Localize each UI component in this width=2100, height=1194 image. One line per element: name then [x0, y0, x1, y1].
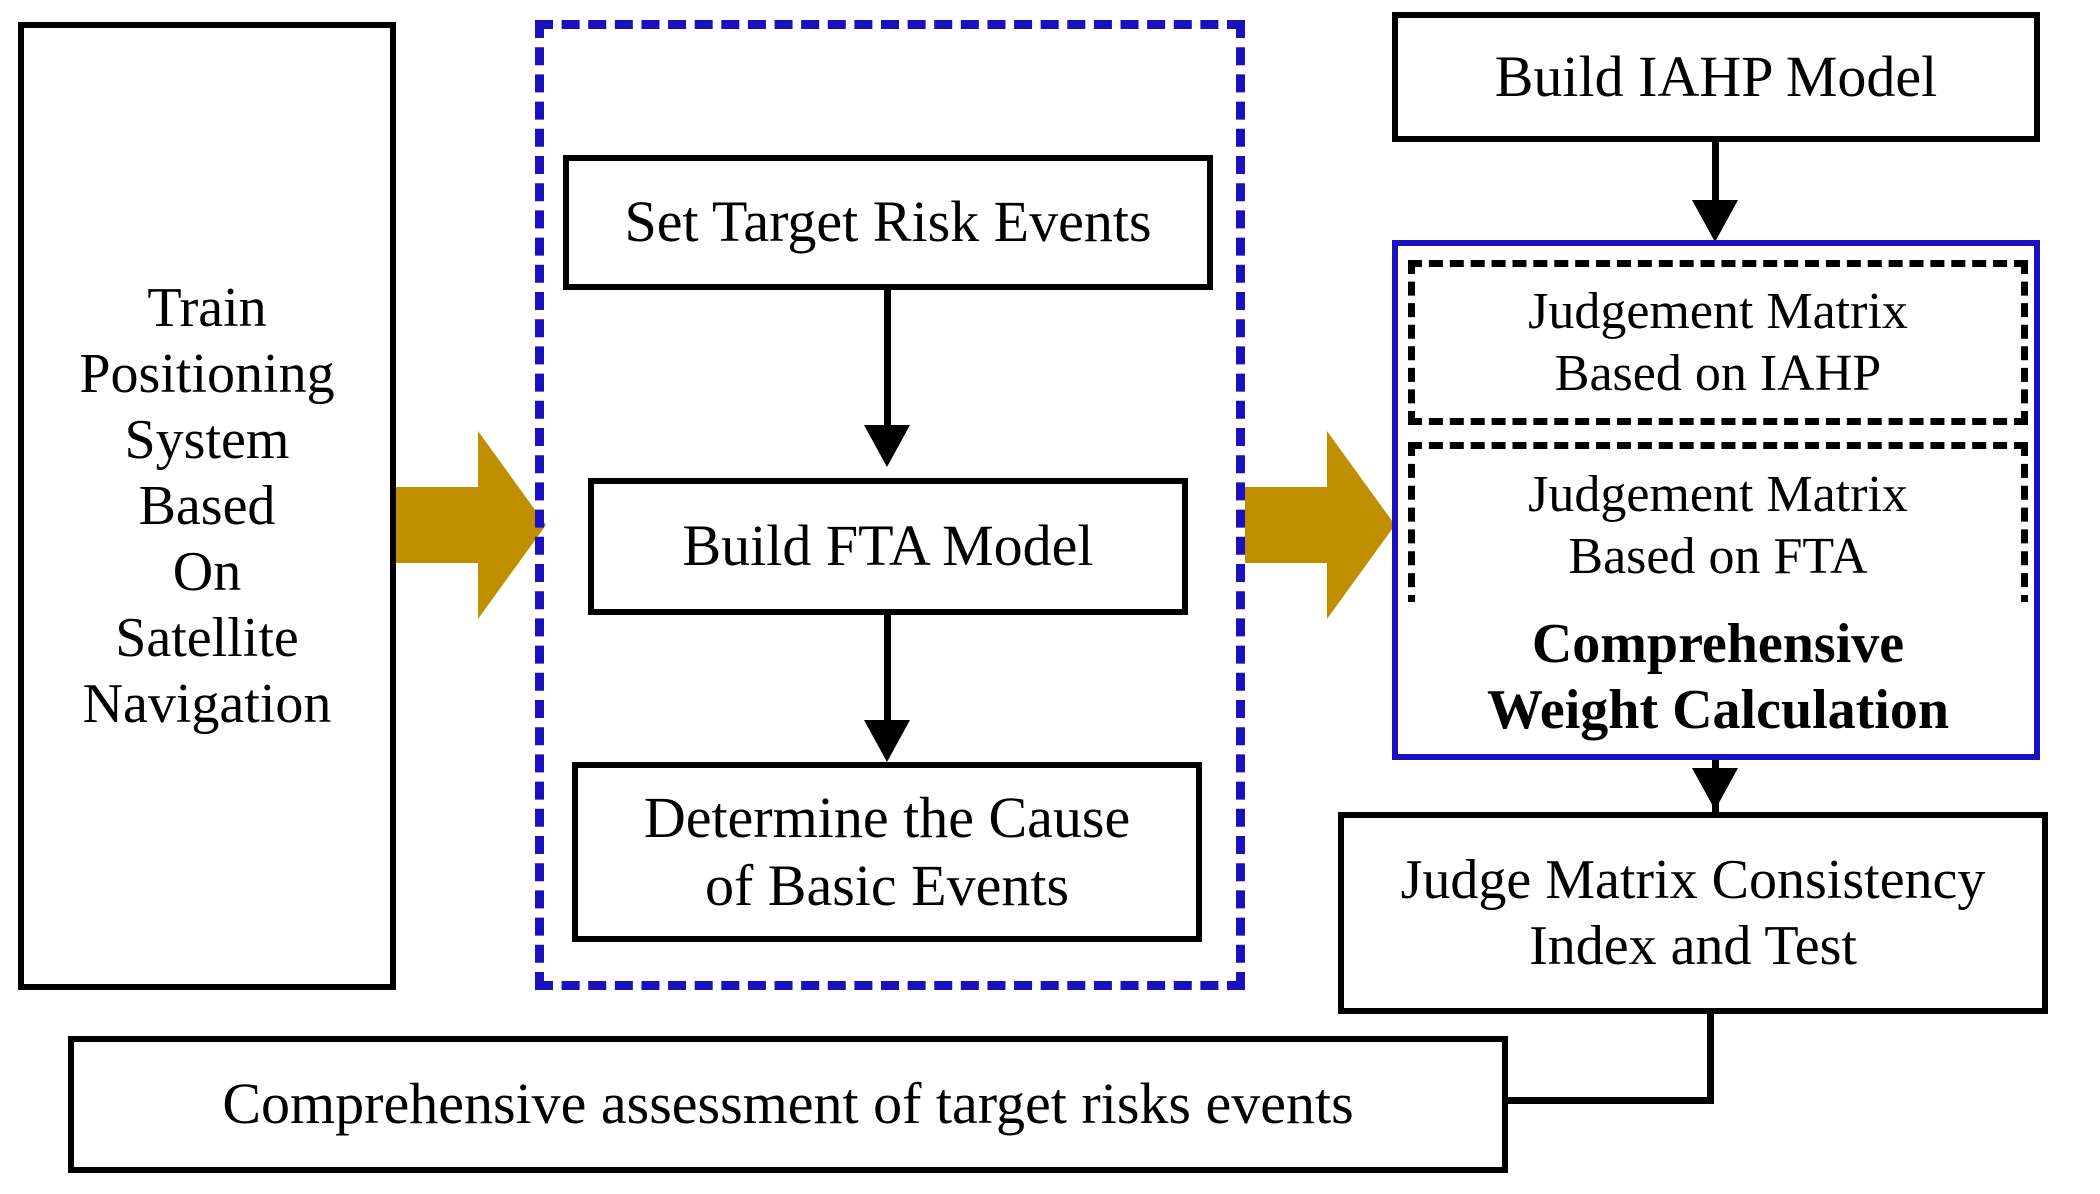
node-judgement-matrix-iahp-label: Judgement Matrix Based on IAHP: [1528, 281, 1908, 404]
line-1: Judgement Matrix: [1528, 466, 1908, 524]
connector-build-to-determine-line: [884, 615, 891, 735]
line-1: Comprehensive: [1531, 612, 1905, 675]
connector-set-to-build-line: [884, 290, 891, 435]
node-set-target-risk-events: Set Target Risk Events: [563, 155, 1213, 290]
node-judge-matrix-consistency: Judge Matrix Consistency Index and Test: [1338, 812, 2048, 1014]
line-2: of Basic Events: [704, 853, 1070, 918]
connector-set-to-build-arrowhead: [864, 425, 910, 467]
node-judgement-matrix-iahp: Judgement Matrix Based on IAHP: [1408, 260, 2028, 425]
group-weight-calculation: Judgement Matrix Based on IAHP Judgement…: [1392, 240, 2040, 760]
line-2: Based on FTA: [1568, 527, 1868, 585]
gold-arrow-right-icon-1: [396, 425, 546, 625]
line-1: Judgement Matrix: [1528, 283, 1908, 341]
line-2: Based on IAHP: [1554, 344, 1882, 402]
group-fta-dashed: [535, 20, 1245, 990]
node-comprehensive-assessment: Comprehensive assessment of target risks…: [68, 1036, 1508, 1173]
node-build-fta-model-label: Build FTA Model: [682, 513, 1094, 579]
line-1: Judge Matrix Consistency: [1400, 848, 1986, 911]
node-determine-cause: Determine the Cause of Basic Events: [572, 762, 1202, 942]
node-input-system-label: Train Positioning System Based On Satell…: [79, 275, 334, 738]
line-6: Satellite: [115, 607, 299, 670]
line-2: Index and Test: [1529, 915, 1857, 977]
connector-consistency-elbow-vertical: [1707, 1012, 1714, 1104]
connector-iahp-to-weight-arrowhead: [1692, 200, 1738, 242]
line-5: On: [172, 541, 242, 604]
node-judgement-matrix-fta: Judgement Matrix Based on FTA: [1408, 442, 2028, 609]
line-3: System: [124, 408, 290, 471]
connector-iahp-to-weight-line: [1712, 142, 1719, 212]
gold-arrow-right-icon-2: [1245, 425, 1395, 625]
line-2: Positioning: [79, 342, 335, 405]
node-build-fta-model: Build FTA Model: [588, 478, 1188, 615]
line-4: Based: [138, 474, 276, 537]
line-2: Weight Calculation: [1486, 679, 1950, 741]
node-judgement-matrix-fta-label: Judgement Matrix Based on FTA: [1528, 464, 1908, 587]
connector-weight-to-consistency-arrowhead: [1692, 768, 1738, 810]
connector-consistency-elbow-horizontal: [1495, 1097, 1714, 1104]
line-7: Navigation: [82, 673, 332, 736]
node-build-iahp-model: Build IAHP Model: [1392, 12, 2040, 142]
node-set-target-risk-events-label: Set Target Risk Events: [624, 189, 1152, 255]
node-judge-matrix-consistency-label: Judge Matrix Consistency Index and Test: [1401, 847, 1986, 979]
line-1: Determine the Cause: [643, 784, 1131, 850]
node-comprehensive-weight: Comprehensive Weight Calculation: [1408, 602, 2028, 752]
line-1: Train: [147, 276, 267, 339]
node-build-iahp-model-label: Build IAHP Model: [1494, 43, 1938, 109]
node-determine-cause-label: Determine the Cause of Basic Events: [644, 784, 1130, 921]
node-comprehensive-assessment-label: Comprehensive assessment of target risks…: [222, 1071, 1354, 1137]
connector-build-to-determine-arrowhead: [864, 720, 910, 762]
node-input-system: Train Positioning System Based On Satell…: [18, 22, 396, 990]
node-comprehensive-weight-label: Comprehensive Weight Calculation: [1487, 611, 1949, 743]
